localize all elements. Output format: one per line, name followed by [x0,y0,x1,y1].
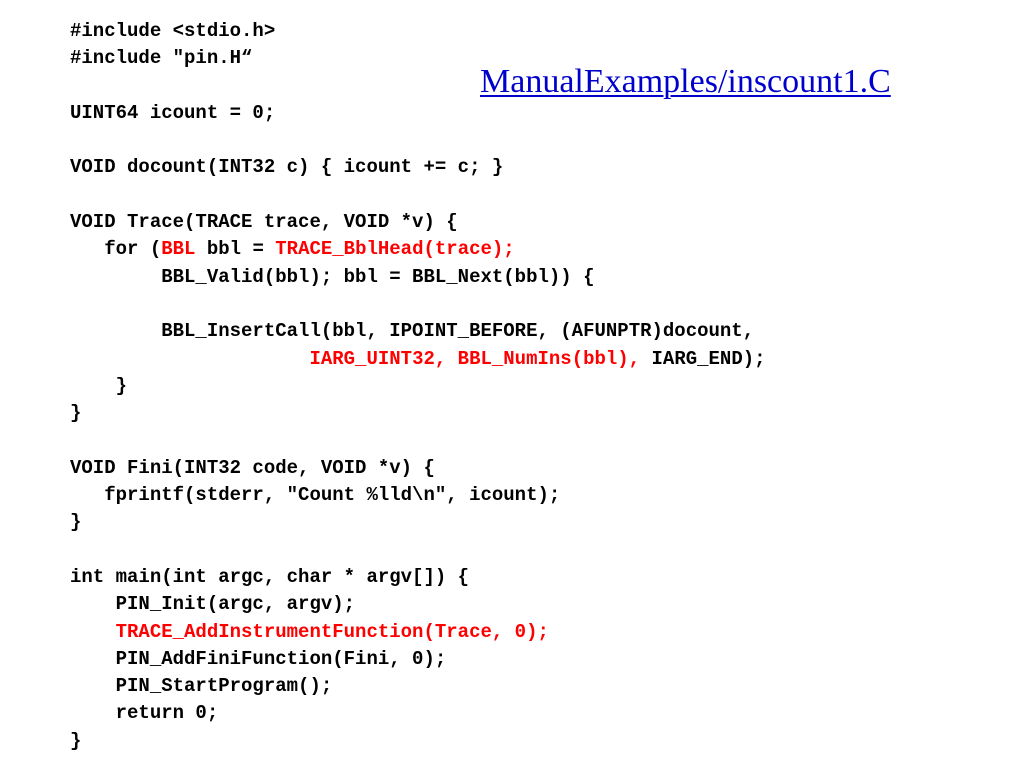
code-text: } [70,511,82,534]
code-line: #include <stdio.h> [70,18,766,45]
code-text: for ( [70,238,162,261]
code-line: } [70,509,766,536]
code-text: #include <stdio.h> [70,20,276,42]
code-line [70,127,766,154]
code-highlight: IARG_UINT32, BBL_NumIns(bbl), [309,347,641,370]
code-line: IARG_UINT32, BBL_NumIns(bbl), IARG_END); [70,346,766,373]
code-text: VOID docount(INT32 c) { icount += c; } [70,156,504,179]
code-line: UINT64 icount = 0; [70,100,766,127]
code-line: return 0; [70,700,766,727]
code-line: BBL_InsertCall(bbl, IPOINT_BEFORE, (AFUN… [70,318,766,345]
code-text: } [70,374,128,397]
code-text: BBL_InsertCall(bbl, IPOINT_BEFORE, (AFUN… [70,320,755,343]
code-line: PIN_StartProgram(); [70,673,766,700]
code-text [70,348,309,370]
code-line: fprintf(stderr, "Count %lld\n", icount); [70,482,766,509]
code-text: IARG_END); [640,347,766,370]
code-text: VOID Fini(INT32 code, VOID *v) { [70,456,435,479]
code-listing: #include <stdio.h> #include "pin.H“ UINT64… [70,18,766,755]
code-text: BBL_Valid(bbl); bbl = BBL_Next(bbl)) { [70,265,595,288]
code-text: #include "pin.H“ [70,47,253,70]
code-text: } [70,402,82,425]
code-text: PIN_StartProgram(); [70,675,333,698]
code-line: } [70,373,766,400]
code-highlight: TRACE_AddInstrumentFunction(Trace, 0); [115,620,549,643]
code-line: TRACE_AddInstrumentFunction(Trace, 0); [70,619,766,646]
code-line [70,291,766,318]
code-line: for (BBL bbl = TRACE_BblHead(trace); [70,236,766,263]
code-line [70,427,766,454]
code-line: VOID Fini(INT32 code, VOID *v) { [70,455,766,482]
code-line [70,537,766,564]
code-highlight: TRACE_BblHead(trace); [275,238,515,261]
code-text: UINT64 icount = 0; [70,101,276,124]
code-text [70,621,116,643]
code-text: } [70,729,82,752]
code-text: int main(int argc, char * argv[]) { [70,565,470,588]
code-line: int main(int argc, char * argv[]) { [70,564,766,591]
code-line: VOID Trace(TRACE trace, VOID *v) { [70,209,766,236]
code-line: #include "pin.H“ [70,45,766,72]
code-line: VOID docount(INT32 c) { icount += c; } [70,154,766,181]
code-line: BBL_Valid(bbl); bbl = BBL_Next(bbl)) { [70,264,766,291]
code-text: PIN_AddFiniFunction(Fini, 0); [70,647,447,670]
code-line: PIN_Init(argc, argv); [70,591,766,618]
code-line [70,182,766,209]
code-line: } [70,400,766,427]
code-text: fprintf(stderr, "Count %lld\n", icount); [70,484,561,507]
code-line: } [70,728,766,755]
code-text: VOID Trace(TRACE trace, VOID *v) { [70,211,458,234]
code-text: PIN_Init(argc, argv); [70,593,356,616]
page-title[interactable]: ManualExamples/inscount1.C [480,63,891,100]
code-text: return 0; [70,702,219,725]
code-text: bbl = [195,238,276,261]
code-line: PIN_AddFiniFunction(Fini, 0); [70,646,766,673]
code-highlight: BBL [161,238,196,261]
code-line [70,73,766,100]
